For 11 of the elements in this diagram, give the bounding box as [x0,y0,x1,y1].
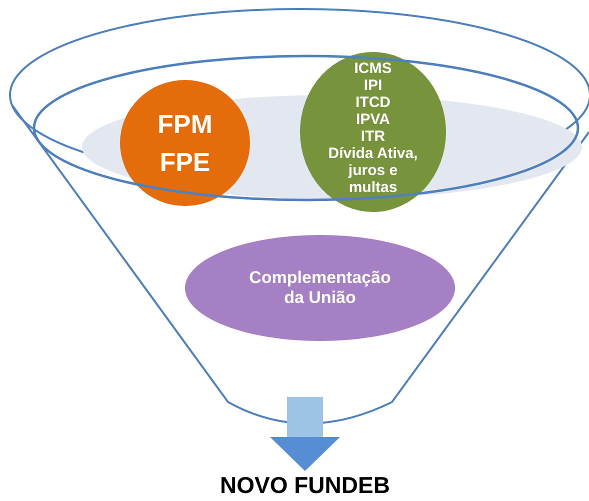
node-text: ITCD [356,94,390,111]
node-text: Dívida Ativa, juros e multas [327,145,419,196]
node-text: Complementação da União [248,268,392,308]
title-text: NOVO FUNDEB [170,470,440,500]
node-text: ICMS [354,60,392,77]
node-text: ITR [360,128,386,145]
node-text: IPVA [356,111,390,128]
node-text: FPM [158,108,212,141]
node-text: FPE [160,146,210,179]
block-arrow [270,397,340,471]
node-text: IPI [364,77,382,94]
